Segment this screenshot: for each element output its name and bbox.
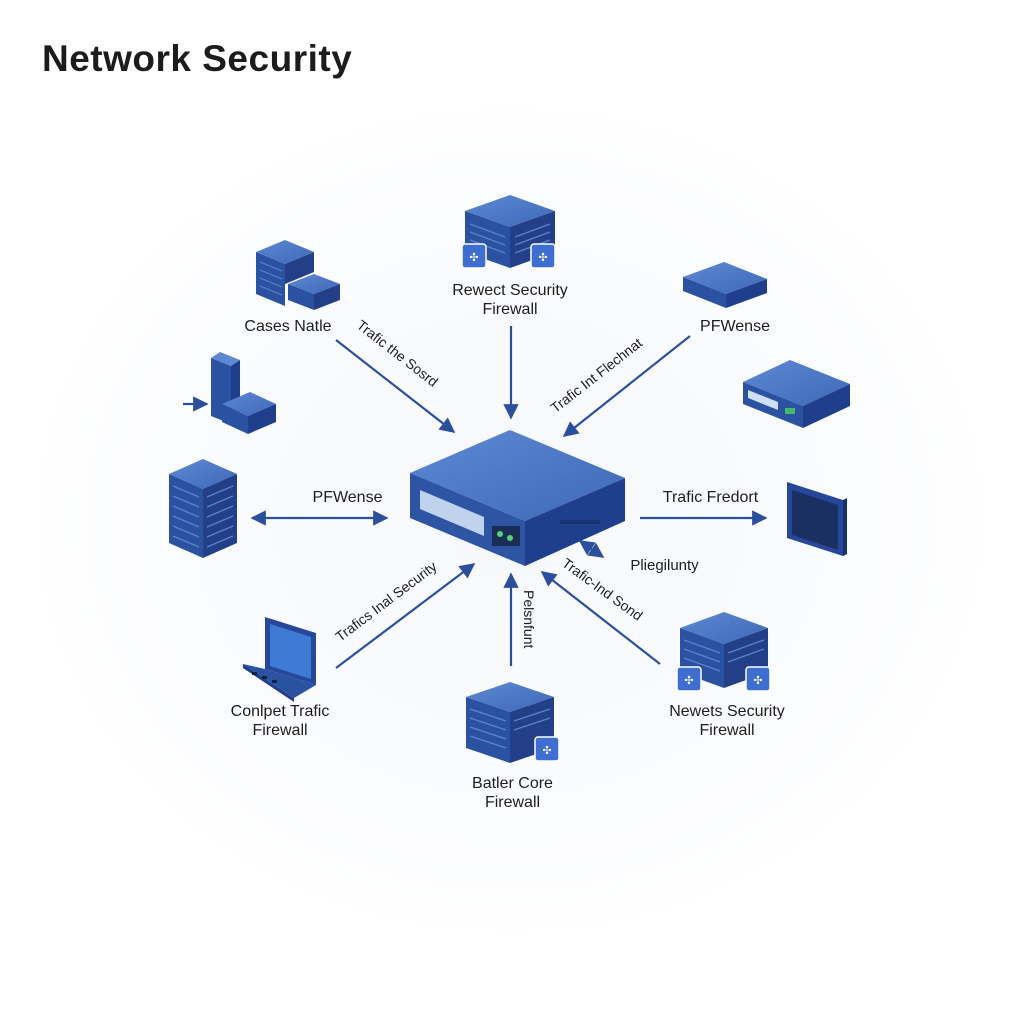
svg-text:✣: ✣ [538,252,547,264]
edge-label-right: Trafic Fredort [662,489,759,506]
arrows [183,326,768,669]
node-label-top-line1: Rewect Security [452,282,568,299]
node-label-top-right: PFWense [700,318,770,335]
bottom-left-laptop-icon[interactable] [243,617,316,702]
node-label-bottom-right-line1: Newets Security [669,703,785,720]
right-monitor-icon[interactable] [787,482,847,556]
node-label-bottom-right-line2: Firewall [699,722,755,739]
right-router-icon[interactable] [743,360,850,428]
node-label-bottom-left: Conlpet Trafic Firewall [205,702,355,740]
svg-text:✣: ✣ [753,675,762,687]
bottom-core-server-icon[interactable]: ✣ [466,682,560,763]
arrow-small-right [578,540,605,558]
node-label-top-line2: Firewall [482,301,538,318]
left-tower-device-icon[interactable] [211,352,276,434]
svg-text:✣: ✣ [542,745,551,757]
edge-label-small-right: Pliegilunty [630,557,699,574]
node-label-bottom-line2: Firewall [484,794,541,811]
page-title: Network Security [42,38,353,79]
arrow-bottom-right [540,571,661,665]
top-right-appliance-icon[interactable] [683,262,767,308]
node-label-bottom-left-line2: Firewall [252,722,308,739]
node-label-bottom: Batler Core Firewall [440,774,585,812]
node-label-bottom-line1: Batler Core [472,775,553,792]
node-label-bottom-right: Newets Security Firewall [642,702,812,740]
arrow-top-right [562,335,691,437]
bottom-right-security-server-icon[interactable]: ✣ ✣ [676,612,771,692]
svg-text:✣: ✣ [469,252,478,264]
left-rack-server-icon[interactable] [169,459,237,558]
edge-label-bottom: Pelsnfunt [521,590,537,649]
svg-text:✣: ✣ [684,675,693,687]
arrow-top-left [335,339,456,433]
central-firewall-device[interactable] [410,430,625,566]
arrow-bottom-left [335,563,476,669]
top-left-server-stack-icon[interactable] [256,240,340,310]
top-security-server-icon[interactable]: ✣ ✣ [461,195,556,269]
node-label-top-left: Cases Natle [244,318,332,335]
edge-label-left: PFWense [312,489,383,506]
node-label-bottom-left-line1: Conlpet Trafic [230,703,330,720]
node-label-top: Rewect Security Firewall [430,281,590,319]
